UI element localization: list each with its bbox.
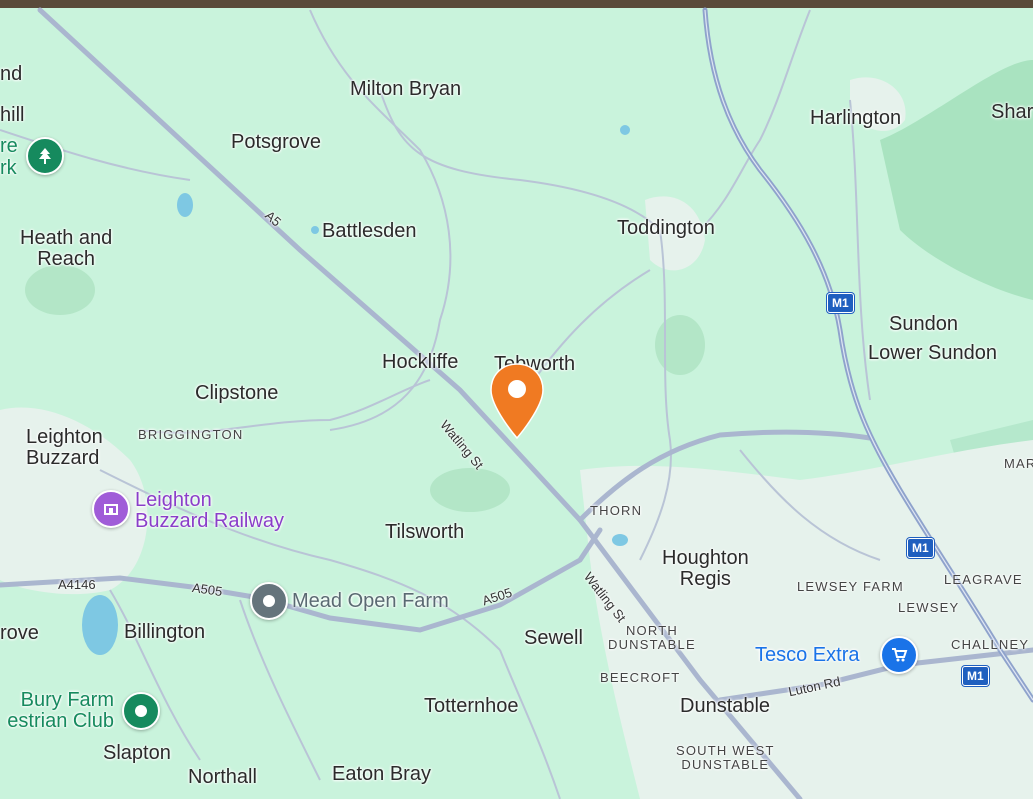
poi-bury-farm[interactable]: Bury Farm estrian Club <box>7 689 114 732</box>
place-toddington[interactable]: Toddington <box>617 217 715 239</box>
place-thorn[interactable]: THORN <box>590 503 643 518</box>
poi-tesco-extra[interactable]: Tesco Extra <box>755 644 860 666</box>
map-pin-glyph <box>490 363 544 440</box>
place-tilsworth[interactable]: Tilsworth <box>385 521 465 543</box>
place-grove[interactable]: rove <box>0 622 39 644</box>
place-hill[interactable]: hill <box>0 104 25 126</box>
place-nd[interactable]: nd <box>0 63 23 85</box>
place-houghton-regis[interactable]: Houghton Regis <box>662 547 749 590</box>
place-lower-sundon[interactable]: Lower Sundon <box>868 342 997 364</box>
motorway-shield-m1-central: M1 <box>907 538 934 558</box>
place-northall[interactable]: Northall <box>188 766 257 788</box>
place-sundon[interactable]: Sundon <box>889 313 958 335</box>
cart-icon-glyph <box>892 648 908 662</box>
place-dunstable[interactable]: Dunstable <box>680 695 771 717</box>
place-lewsey-farm[interactable]: LEWSEY FARM <box>797 579 904 594</box>
place-lewsey[interactable]: LEWSEY <box>898 600 960 615</box>
museum-icon-glyph <box>104 504 118 515</box>
place-totternhoe[interactable]: Totternhoe <box>424 695 519 717</box>
place-slapton[interactable]: Slapton <box>103 742 171 764</box>
tree-icon-glyph <box>39 148 51 164</box>
place-briggington[interactable]: BRIGGINGTON <box>138 427 244 442</box>
place-sewell[interactable]: Sewell <box>524 627 583 649</box>
place-harlington[interactable]: Harlington <box>810 107 902 129</box>
club-dot-icon[interactable] <box>122 692 160 730</box>
road-label-a4146: A4146 <box>58 577 96 592</box>
place-challney[interactable]: CHALLNEY <box>951 637 1030 652</box>
map-pin-icon[interactable] <box>488 362 546 445</box>
place-north-dunstable[interactable]: NORTH DUNSTABLE <box>608 623 696 652</box>
motorway-shield-m1-south: M1 <box>962 666 989 686</box>
motorway-shield-m1-north: M1 <box>827 293 854 313</box>
place-billington[interactable]: Billington <box>124 621 206 643</box>
place-shar[interactable]: Shar <box>991 101 1033 123</box>
place-mar[interactable]: MAR <box>1004 456 1033 471</box>
place-hockliffe[interactable]: Hockliffe <box>382 351 459 373</box>
place-beecroft[interactable]: BEECROFT <box>600 670 681 685</box>
place-south-west-dunstable[interactable]: SOUTH WEST DUNSTABLE <box>676 743 775 772</box>
tree-icon[interactable] <box>26 137 64 175</box>
place-heath-and-reach[interactable]: Heath and Reach <box>20 227 113 270</box>
poi-mead-open-farm[interactable]: Mead Open Farm <box>292 590 449 612</box>
museum-icon[interactable] <box>92 490 130 528</box>
dot-icon-glyph <box>263 595 275 607</box>
place-eaton-bray[interactable]: Eaton Bray <box>332 763 431 785</box>
place-potsgrove[interactable]: Potsgrove <box>231 131 322 153</box>
place-leighton-buzzard[interactable]: Leighton Buzzard <box>26 426 103 469</box>
poi-leighton-buzzard-railway[interactable]: Leighton Buzzard Railway <box>135 489 284 532</box>
cart-icon[interactable] <box>880 636 918 674</box>
place-milton-bryan[interactable]: Milton Bryan <box>350 78 462 100</box>
place-battlesden[interactable]: Battlesden <box>322 220 417 242</box>
place-rk[interactable]: rk <box>0 157 17 179</box>
dot-icon[interactable] <box>250 582 288 620</box>
place-leagrave[interactable]: LEAGRAVE <box>944 572 1023 587</box>
club-dot-icon-glyph <box>135 705 147 717</box>
place-clipstone[interactable]: Clipstone <box>195 382 279 404</box>
place-re[interactable]: re <box>0 135 18 157</box>
